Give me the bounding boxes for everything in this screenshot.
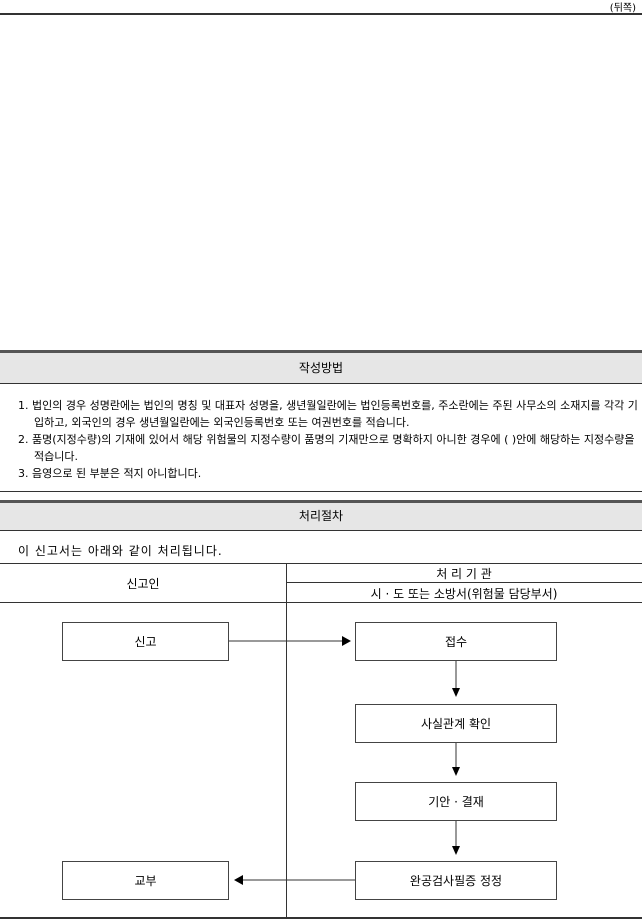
step-draft-box: 기안 · 결재 bbox=[355, 782, 557, 821]
page-side-label: (뒤쪽) bbox=[609, 3, 636, 14]
instructions-list: 1. 법인의 경우 성명란에는 법인의 명칭 및 대표자 성명을, 생년월일란에… bbox=[18, 397, 638, 482]
step-draft-label: 기안 · 결재 bbox=[428, 795, 484, 809]
arrow-head-right bbox=[342, 636, 351, 646]
step-verify-box: 사실관계 확인 bbox=[355, 704, 557, 743]
agency-header-rule bbox=[286, 582, 642, 583]
top-rule bbox=[0, 13, 642, 15]
table-top-rule bbox=[0, 563, 642, 564]
table-header-bottom-rule bbox=[0, 602, 642, 603]
instructions-bottom-rule bbox=[0, 491, 642, 492]
instructions-divider bbox=[0, 383, 642, 384]
column-divider bbox=[286, 563, 287, 918]
applicant-column-header: 신고인 bbox=[126, 577, 160, 591]
procedure-title: 처리절차 bbox=[298, 509, 344, 523]
step-receipt-label: 접수 bbox=[444, 635, 468, 649]
arrow-head-down-1 bbox=[452, 688, 460, 697]
step-issue-box: 교부 bbox=[62, 861, 229, 900]
step-report-box: 신고 bbox=[62, 622, 229, 661]
instruction-item-3: 3. 음영으로 된 부분은 적지 아니합니다. bbox=[18, 467, 202, 480]
instructions-header: 작성방법 bbox=[0, 350, 642, 383]
agency-column-header: 처 리 기 관 bbox=[436, 567, 492, 581]
step-report-label: 신고 bbox=[134, 635, 157, 649]
arrow-head-left bbox=[234, 875, 243, 885]
step-certificate-label: 완공검사필증 정정 bbox=[409, 874, 503, 888]
step-issue-label: 교부 bbox=[134, 874, 157, 888]
procedure-header: 처리절차 bbox=[0, 500, 642, 530]
agency-column-subheader: 시 · 도 또는 소방서(위험물 담당부서) bbox=[370, 587, 558, 601]
table-bottom-rule bbox=[0, 917, 642, 919]
arrow-head-down-2 bbox=[452, 767, 460, 776]
step-receipt-box: 접수 bbox=[355, 622, 557, 661]
instructions-title: 작성방법 bbox=[298, 361, 344, 375]
step-verify-label: 사실관계 확인 bbox=[420, 717, 492, 731]
instruction-item-2: 2. 품명(지정수량)의 기재에 있어서 해당 위험물의 지정수량이 품명의 기… bbox=[18, 433, 635, 463]
arrow-head-down-3 bbox=[452, 846, 460, 855]
instruction-item-1: 1. 법인의 경우 성명란에는 법인의 명칭 및 대표자 성명을, 생년월일란에… bbox=[18, 399, 638, 429]
procedure-divider bbox=[0, 530, 642, 531]
procedure-intro: 이 신고서는 아래와 같이 처리됩니다. bbox=[18, 544, 223, 558]
step-certificate-box: 완공검사필증 정정 bbox=[355, 861, 557, 900]
